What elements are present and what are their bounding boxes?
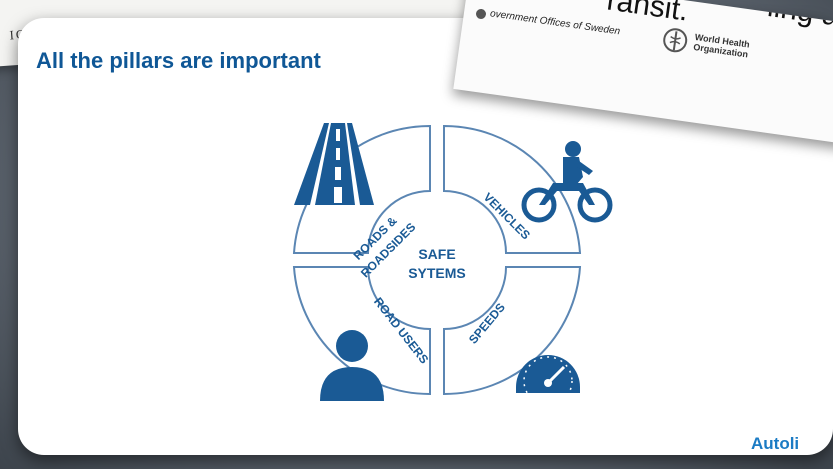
brand-logo-text: Autoli: [751, 434, 800, 453]
background-document-right: ransit. ling and overnment Offices of Sw…: [453, 0, 833, 148]
motorcycle-icon: [521, 141, 613, 223]
speedometer-icon: [516, 355, 580, 406]
who-emblem-icon: [663, 28, 688, 53]
road-icon: [294, 123, 374, 205]
who-name-text: World Health Organization: [693, 32, 751, 60]
center-label-line1: SAFE: [418, 246, 455, 262]
quadrant-bottom-left: [292, 266, 431, 396]
person-icon: [320, 330, 384, 401]
paper-right-large-text-1: ransit.: [604, 0, 691, 28]
government-logo-icon: [475, 8, 487, 20]
government-offices-text: overnment Offices of Sweden: [489, 8, 621, 38]
quadrant-top-left: [292, 124, 431, 254]
quadrant-top-right: [443, 124, 582, 254]
quadrant-bottom-right: [443, 266, 582, 396]
safe-system-diagram: SAFE SYTEMS ROADS & ROADSIDES VEHICLES R…: [292, 123, 613, 406]
slide-title: All the pillars are important: [36, 48, 321, 73]
pillar-label-road-users: ROAD USERS: [371, 295, 431, 367]
center-label-line2: SYTEMS: [408, 265, 466, 281]
